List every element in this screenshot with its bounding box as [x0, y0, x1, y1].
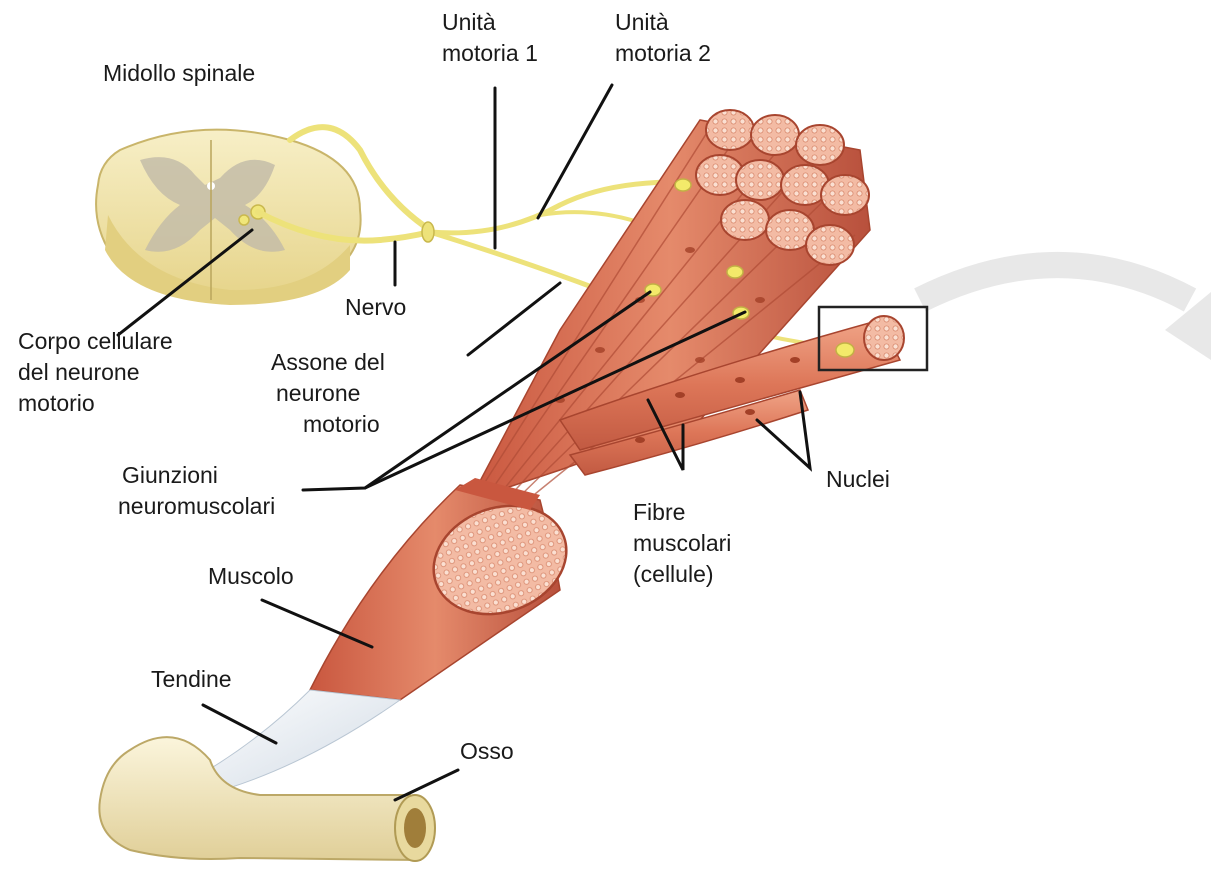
label-fibre-muscolari: Fibre muscolari (cellule)	[633, 497, 731, 590]
label-assone: Assone del neurone motorio	[271, 347, 385, 440]
label-giunzioni: Giunzioni neuromuscolari	[122, 460, 275, 522]
leader-osso	[395, 770, 458, 800]
label-nervo: Nervo	[345, 292, 406, 323]
label-unita-motoria-2: Unità motoria 2	[615, 7, 711, 69]
label-corpo-cellulare: Corpo cellulare del neurone motorio	[18, 326, 173, 419]
spinal-cord	[96, 130, 361, 305]
label-tendine: Tendine	[151, 664, 232, 695]
label-osso: Osso	[460, 736, 514, 767]
muscle	[310, 478, 582, 700]
background-arrow	[920, 265, 1211, 360]
tendon	[194, 690, 400, 795]
label-muscolo: Muscolo	[208, 561, 294, 592]
leader-tendine	[203, 705, 276, 743]
leader-assone	[468, 283, 560, 355]
label-midollo-spinale: Midollo spinale	[103, 58, 255, 89]
label-nuclei: Nuclei	[826, 464, 890, 495]
label-unita-motoria-1: Unità motoria 1	[442, 7, 538, 69]
